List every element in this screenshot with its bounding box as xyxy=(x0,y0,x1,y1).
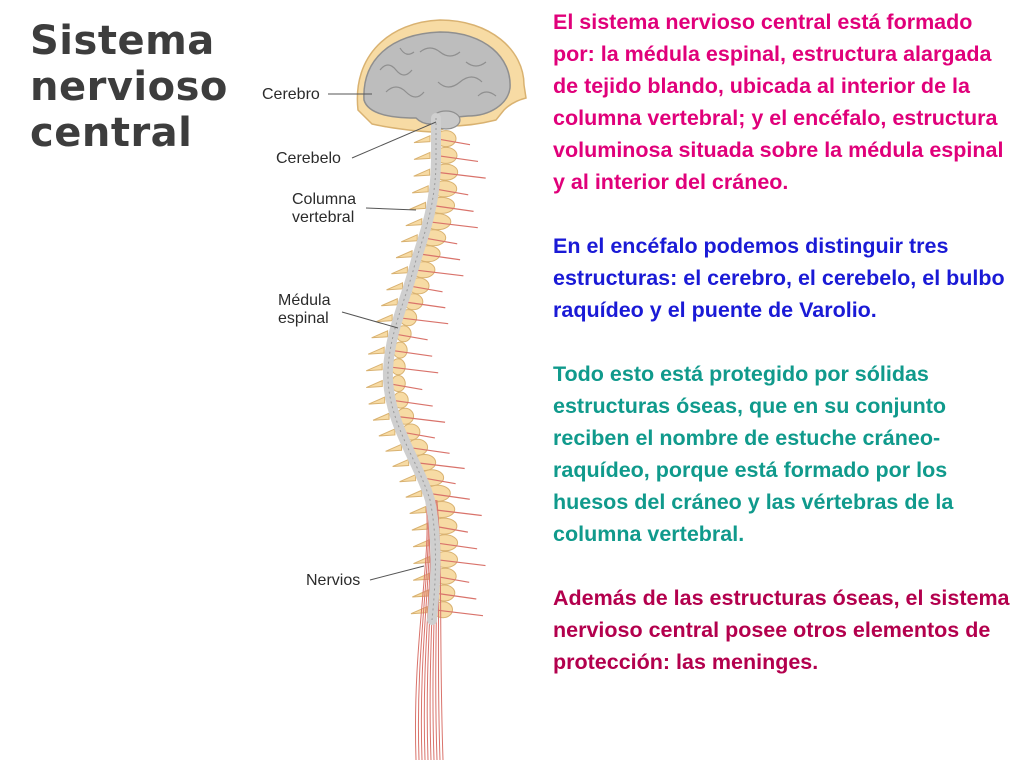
vertebra-process xyxy=(367,346,385,355)
vertebra-process xyxy=(386,282,404,291)
spinal-nerve xyxy=(432,609,484,617)
nervous-system-illustration: Cerebro Cerebelo Columna vertebral Médul… xyxy=(262,19,527,761)
vertebra-process xyxy=(412,185,429,194)
vertebra-process xyxy=(378,428,396,437)
vertebra-process xyxy=(412,589,429,598)
label-medula-1: Médula xyxy=(278,292,331,309)
spinal-nerve xyxy=(408,285,443,293)
vertebra-process xyxy=(392,458,410,467)
spinal-nerve xyxy=(414,461,465,470)
vertebra-process xyxy=(371,330,389,339)
vertebra-process xyxy=(409,201,427,210)
vertebra-process xyxy=(412,572,430,581)
paragraph-1: El sistema nervioso central está formado… xyxy=(553,10,1004,194)
cauda-equina-strand xyxy=(415,499,428,761)
vertebra-process xyxy=(366,379,383,389)
spinal-nerve xyxy=(433,525,468,533)
paragraph-2: En el encéfalo podemos distinguir tres e… xyxy=(553,234,1005,322)
vertebra-process xyxy=(372,412,390,421)
spinal-nerve xyxy=(435,171,486,179)
vertebra-process xyxy=(375,313,393,323)
spinal-nerve xyxy=(413,269,464,277)
vertebra-process xyxy=(368,396,386,405)
spinal-nerve xyxy=(393,333,428,341)
vertebra-process xyxy=(413,168,431,177)
diagram-labels: Cerebro Cerebelo Columna vertebral Médul… xyxy=(262,86,437,589)
spinal-nerve xyxy=(388,382,423,391)
label-columna-2: vertebral xyxy=(292,209,354,226)
vertebra-process xyxy=(405,489,423,498)
paragraph-4: Además de las estructuras óseas, el sist… xyxy=(553,586,1010,674)
spinal-nerve xyxy=(398,317,449,325)
vertebra-process xyxy=(399,473,417,483)
spinal-nerve xyxy=(431,204,474,212)
vertebra-process xyxy=(405,217,423,227)
label-cerebro: Cerebro xyxy=(262,86,320,103)
cauda-equina-strand xyxy=(417,499,429,761)
title-line-1: Sistema xyxy=(30,18,215,64)
paragraph-3: Todo esto está protegido por sólidas est… xyxy=(553,362,954,546)
spinal-nerve xyxy=(431,508,482,517)
vertebra-process xyxy=(411,522,429,531)
description-text: El sistema nervioso central está formado… xyxy=(553,6,1015,678)
vertebra-process xyxy=(381,297,398,307)
vertebra-process xyxy=(365,363,383,372)
spinal-nerve xyxy=(390,399,433,407)
spinal-nerve xyxy=(435,542,478,550)
spinal-nerve xyxy=(427,221,478,229)
label-cerebelo: Cerebelo xyxy=(276,150,341,167)
label-columna-1: Columna xyxy=(292,191,356,208)
spinal-nerve xyxy=(435,154,479,163)
spinal-cord-edge xyxy=(387,118,437,621)
vertebra-process xyxy=(413,134,431,144)
spinal-nerve xyxy=(434,592,477,600)
vertebra-process xyxy=(391,266,408,275)
label-nervios: Nervios xyxy=(306,572,360,589)
label-medula-2: espinal xyxy=(278,310,329,327)
spinal-nerve xyxy=(395,415,446,423)
brain-folds xyxy=(379,47,497,98)
spinal-nerve xyxy=(388,366,439,374)
spinal-nerve xyxy=(435,138,471,146)
vertebra-process xyxy=(410,605,428,615)
vertebra-process xyxy=(395,249,413,259)
vertebra-process xyxy=(385,443,403,452)
spinal-nerve xyxy=(403,301,446,309)
vertebra-process xyxy=(409,505,427,515)
vertebra-process xyxy=(401,234,418,243)
spinal-nerve xyxy=(390,349,433,357)
slide-title: Sistema nervioso central xyxy=(30,18,270,156)
spinal-nerve xyxy=(427,492,470,500)
title-line-2: nervioso xyxy=(30,64,228,110)
brain xyxy=(363,31,511,125)
spinal-nerve xyxy=(435,558,486,567)
title-line-3: central xyxy=(30,110,193,156)
vertebra-process xyxy=(413,151,431,160)
spinal-nerve xyxy=(417,253,461,261)
spinal-nerve xyxy=(423,237,458,245)
spinal-nerve xyxy=(407,446,450,454)
spinal-nerve xyxy=(434,188,469,196)
spinal-nerve xyxy=(435,575,470,583)
